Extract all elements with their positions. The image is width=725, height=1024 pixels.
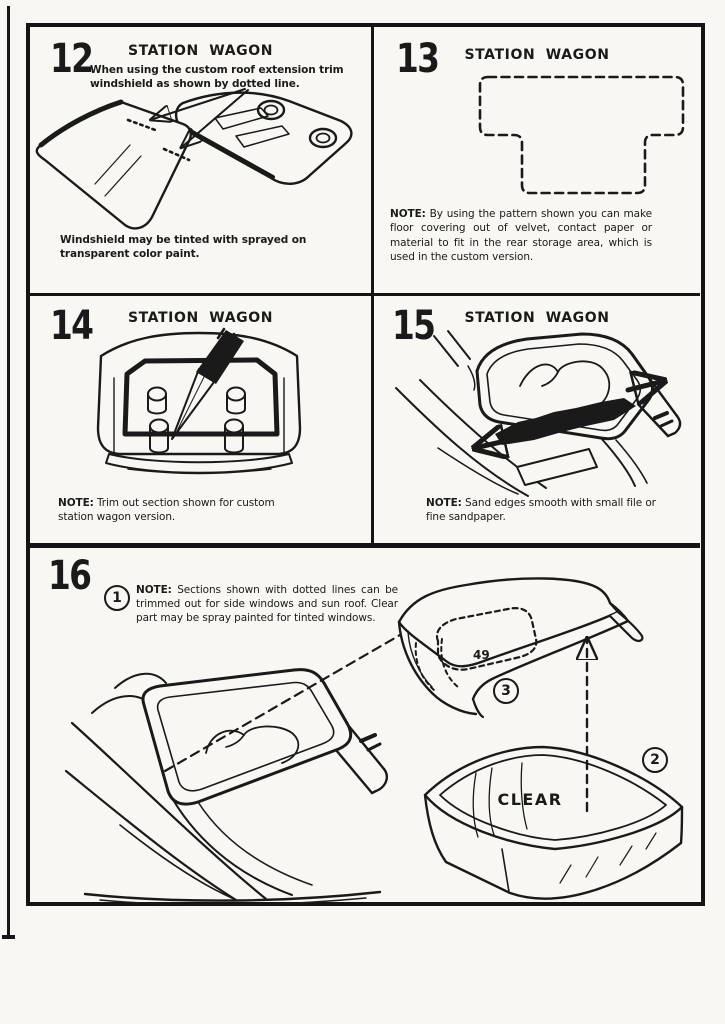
- hobby-knife: [171, 327, 244, 440]
- callout-2: 2: [642, 746, 668, 773]
- windshield-trim-diagram: [35, 88, 353, 230]
- sandpaper: [495, 398, 636, 445]
- callout-3: 3: [493, 677, 519, 704]
- step-16-number: 16: [48, 552, 92, 599]
- registration-mark-line: [7, 6, 10, 936]
- step-13-title: STATION WAGON: [464, 47, 610, 63]
- trim-section-diagram: [96, 327, 302, 475]
- step-14-panel: 14 STATION WAGON: [30, 296, 371, 543]
- vertical-divider: [371, 27, 374, 543]
- step-14-title: STATION WAGON: [127, 310, 274, 326]
- mounting-posts: [147, 386, 246, 454]
- roof-assembly-diagram: [64, 576, 684, 906]
- step-12-number: 12: [50, 36, 94, 82]
- sanding-direction-arrows: [479, 382, 660, 447]
- step-12-panel: 12 STATION WAGON When using the custom r…: [30, 27, 371, 293]
- clear-part-label: CLEAR: [497, 789, 563, 809]
- step-12-instruction: When using the custom roof extension tri…: [90, 64, 344, 91]
- registration-mark-tick: [2, 935, 15, 939]
- note-label: NOTE:: [390, 208, 426, 220]
- note-text: Sections shown with dotted lines can be …: [136, 583, 398, 625]
- step-13-panel: 13 STATION WAGON NOTE: By using the patt…: [374, 27, 700, 293]
- windshield-part: [35, 99, 192, 230]
- sanding-diagram: [395, 330, 682, 497]
- step-13-note: NOTE: By using the pattern shown you can…: [390, 207, 652, 264]
- step-15-number: 15: [392, 303, 436, 349]
- note-label: NOTE:: [58, 497, 94, 509]
- step-15-note: NOTE: Sand edges smooth with small file …: [426, 496, 676, 525]
- car-rear-body: [395, 330, 682, 497]
- note-text: By using the pattern shown you can make …: [390, 208, 652, 263]
- clear-roof-part: [423, 745, 684, 900]
- note-label: NOTE:: [426, 497, 462, 509]
- part-number-49: 49: [473, 647, 490, 662]
- horizontal-divider-2: [30, 543, 700, 548]
- roof-extension-part-49: [397, 576, 644, 718]
- step-15-title: STATION WAGON: [464, 310, 610, 326]
- trim-line-arrows: [153, 88, 249, 146]
- callout-1: 1: [104, 584, 130, 611]
- step-14-number: 14: [50, 303, 94, 349]
- step-16-note: NOTE: Sections shown with dotted lines c…: [136, 583, 398, 626]
- step-14-note: NOTE: Trim out section shown for custom …: [58, 496, 308, 525]
- note-text: Sand edges smooth with small file or fin…: [426, 497, 656, 524]
- step-15-panel: 15 STATION WAGON: [374, 296, 700, 543]
- note-text: Trim out section shown for custom statio…: [58, 497, 275, 524]
- roof-extension-part: [174, 91, 353, 185]
- note-label: NOTE:: [136, 583, 172, 596]
- car-rear-body: [64, 667, 388, 906]
- step-12-title: STATION WAGON: [127, 43, 274, 59]
- panel-grid-frame: 12 STATION WAGON When using the custom r…: [26, 23, 705, 906]
- alignment-dashed-line: [163, 633, 402, 772]
- step-13-number: 13: [396, 36, 440, 82]
- step-16-panel: 16 1 NOTE: Sections shown with dotted li…: [30, 548, 700, 906]
- floor-covering-pattern-diagram: [478, 75, 685, 195]
- step-12-note: Windshield may be tinted with sprayed on…: [60, 234, 307, 261]
- horizontal-divider-1: [30, 293, 700, 296]
